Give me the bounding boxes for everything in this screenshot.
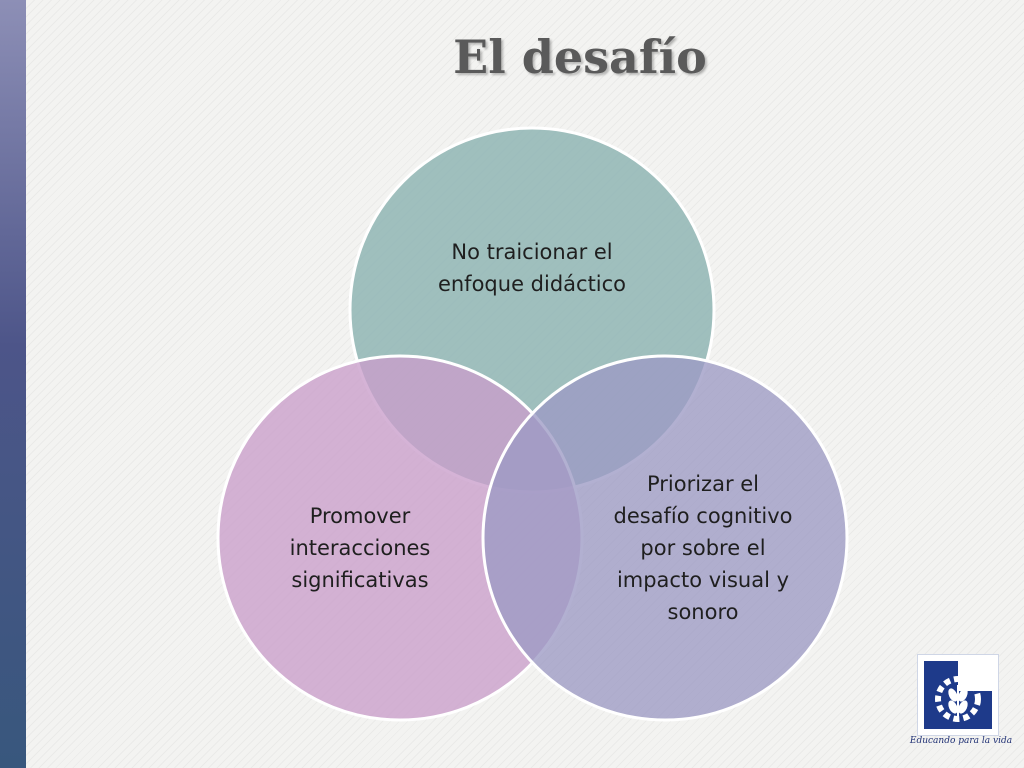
- logo-frame: [917, 654, 999, 736]
- logo-tagline: Educando para la vida: [909, 736, 1013, 746]
- venn-label-left: Promover interacciones significativas: [289, 504, 431, 592]
- venn-circle-right: [481, 354, 849, 722]
- venn-label-right: Priorizar el desafío cognitivo por sobre…: [613, 472, 793, 624]
- gear-wheat-icon: [924, 661, 992, 729]
- side-accent-bar: [0, 0, 26, 768]
- venn-label-top: No traicionar el enfoque didáctico: [437, 240, 627, 296]
- school-logo: Educando para la vida: [905, 652, 1012, 757]
- slide-title: El desafío: [453, 30, 707, 84]
